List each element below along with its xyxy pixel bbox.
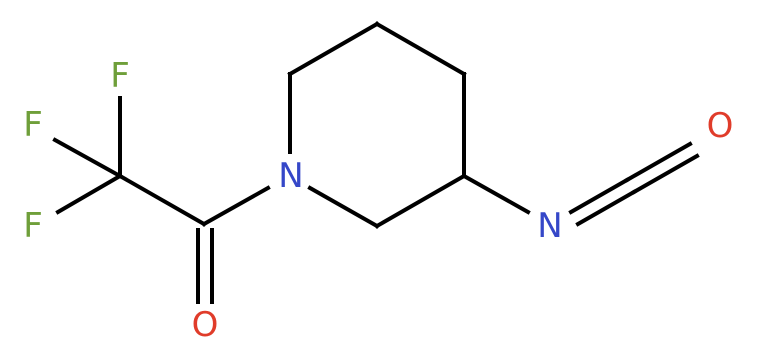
bond-ring-c2-c3 bbox=[287, 21, 380, 77]
atom-labels: F F F O N N O bbox=[23, 56, 733, 345]
bond-cf3-f-bottom bbox=[55, 173, 123, 215]
atom-fluorine-bottom: F bbox=[23, 206, 43, 246]
bond-n-c-1 bbox=[568, 177, 630, 215]
bond-c5-niso bbox=[461, 173, 531, 215]
bond-ring-c6-n bbox=[307, 185, 380, 229]
bond-c-o-1 bbox=[624, 141, 693, 183]
atom-oxygen-isocyanate: O bbox=[707, 106, 734, 146]
atom-fluorine-top: F bbox=[110, 56, 130, 96]
bond-cf3-carbonyl bbox=[117, 173, 207, 227]
atom-oxygen-carbonyl: O bbox=[192, 305, 219, 345]
bond-carbonyl-n bbox=[201, 185, 271, 227]
bond-c-o-2 bbox=[631, 153, 700, 195]
bonds bbox=[52, 21, 700, 304]
bond-ring-c3-c4 bbox=[374, 21, 467, 77]
atom-fluorine-left: F bbox=[23, 105, 43, 145]
bond-n-c-2 bbox=[575, 189, 637, 227]
atom-nitrogen-ring: N bbox=[278, 156, 303, 196]
bond-cf3-f-left bbox=[52, 137, 123, 179]
bond-ring-c5-c6 bbox=[374, 173, 467, 229]
atom-nitrogen-isocyanate: N bbox=[537, 206, 562, 246]
